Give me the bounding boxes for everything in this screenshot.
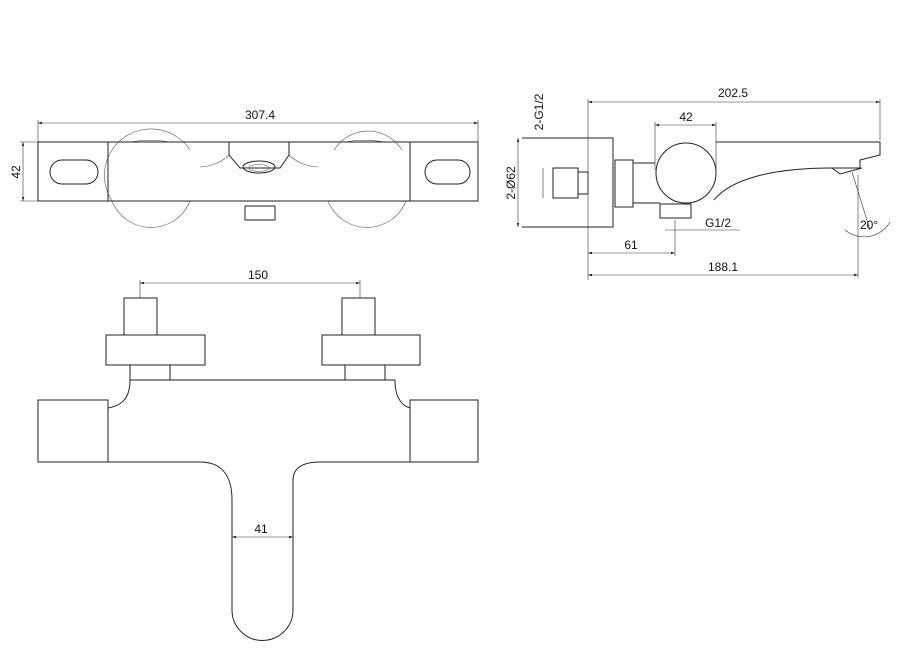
fitting-arc [199, 154, 319, 168]
spout-width-label: 41 [254, 522, 268, 536]
angle-label: 20° [860, 218, 878, 232]
body-spout [108, 461, 410, 641]
left-nut [129, 364, 171, 381]
top-view: 307.4 42 [9, 108, 479, 228]
wall-plate [522, 137, 614, 228]
nut [614, 159, 634, 208]
left-oval-icon [49, 159, 99, 185]
knob-label: 42 [679, 110, 693, 124]
centers-label: 150 [248, 268, 268, 282]
spout [713, 141, 881, 201]
side-view: 202.5 42 2-G1/2 2-Ø62 G1/2 20° 61 188.1 [504, 86, 891, 280]
right-handle [341, 297, 376, 336]
left-mount-plate [105, 334, 206, 366]
spout-outlet [831, 167, 863, 175]
bottom-nozzle [244, 205, 276, 221]
width-label: 307.4 [245, 108, 275, 122]
length-label: 202.5 [718, 86, 748, 100]
left-handle-outline [104, 128, 191, 228]
body-neck [633, 162, 660, 204]
body-top [107, 379, 411, 409]
outlet-thread-label: G1/2 [705, 216, 731, 230]
reach-label: 188.1 [708, 260, 738, 274]
fitting-thread [242, 160, 276, 174]
left-handle [123, 297, 158, 336]
center-fitting [228, 142, 290, 169]
height-label: 42 [9, 165, 23, 179]
end-caps [37, 399, 479, 463]
angle-arc [844, 221, 891, 238]
inlet-neck [578, 171, 589, 195]
right-nut [344, 364, 386, 381]
knob [655, 142, 717, 204]
front-view: 150 41 [37, 268, 479, 641]
inlet-thread-label: 2-G1/2 [532, 93, 546, 130]
right-oval-icon [424, 159, 471, 185]
right-mount-plate [321, 334, 421, 366]
angle-line [851, 171, 871, 231]
fitting-thread-inner [248, 164, 270, 172]
plate-diameter-label: 2-Ø62 [504, 166, 518, 200]
inlet-connector [552, 167, 579, 199]
outlet-offset-label: 61 [624, 238, 638, 252]
bottom-outlet [659, 203, 692, 219]
right-handle-outline [327, 130, 407, 228]
